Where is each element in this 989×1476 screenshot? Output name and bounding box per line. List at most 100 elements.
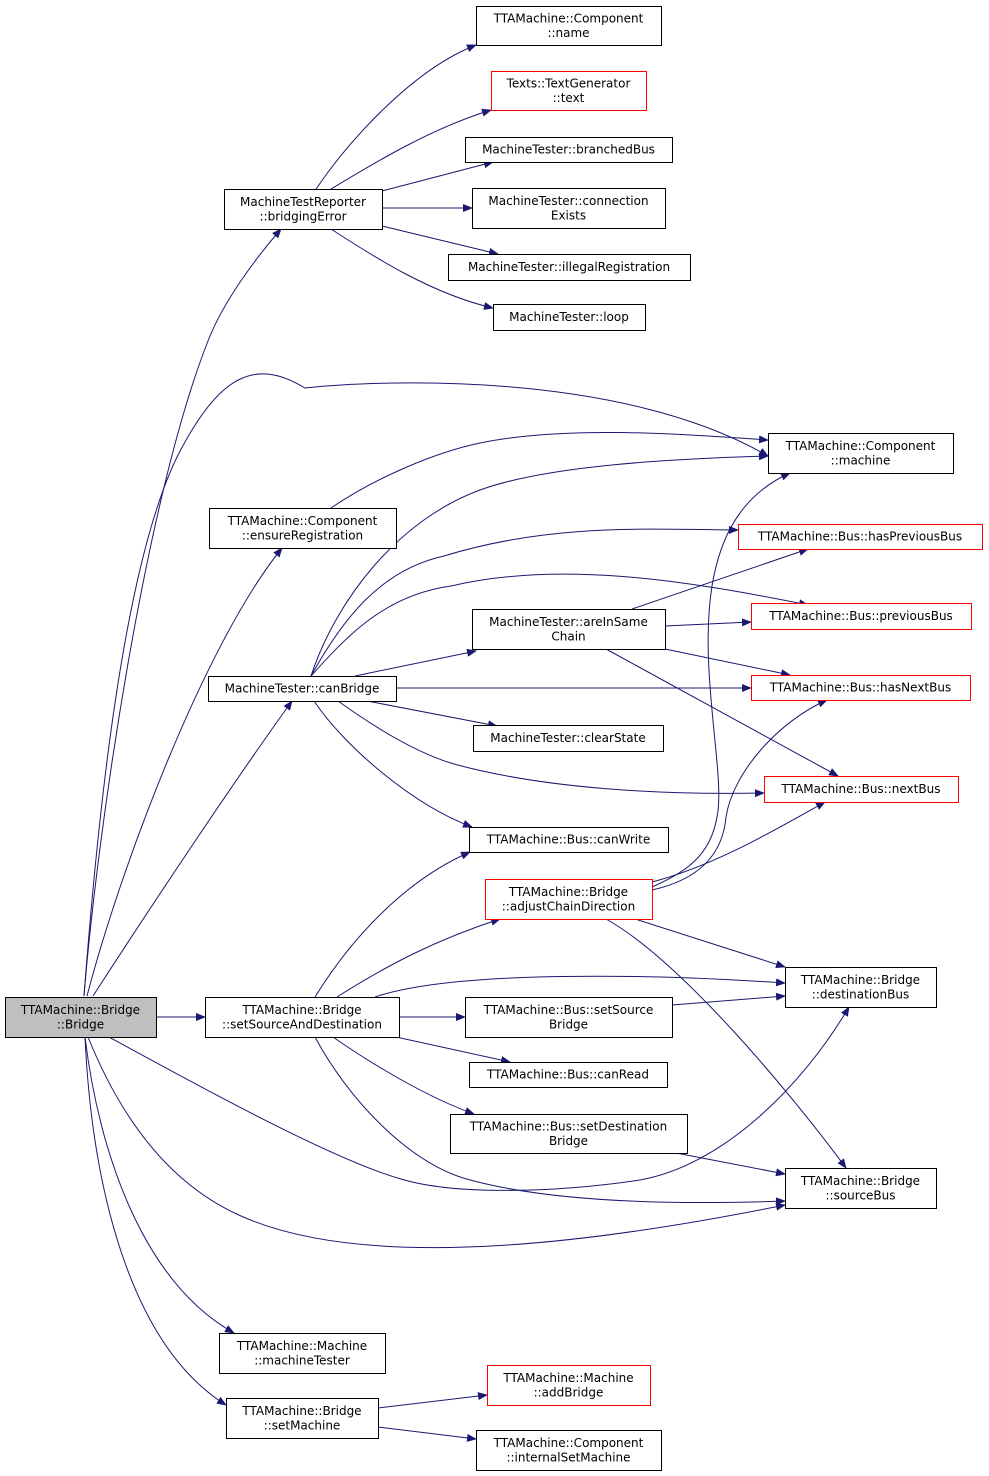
edge-ensure_registration-to-component_machine [330,431,769,509]
node-box[interactable] [450,1114,688,1154]
node-box[interactable] [469,1062,668,1088]
edge-are_in_same_chain-to-next_bus [605,648,839,777]
node-label-line: ::Bridge [57,1017,104,1031]
node-box[interactable] [485,879,653,920]
node-label-line: ::name [547,26,589,40]
node-can-read[interactable]: TTAMachine::Bus::canRead [469,1062,668,1088]
node-box[interactable] [472,609,666,650]
node-box[interactable] [751,603,972,630]
edge-adjust_chain_direction-to-has_next_bus [651,699,828,891]
node-loop[interactable]: MachineTester::loop [493,304,646,331]
node-text-generator-text[interactable]: Texts::TextGenerator::text [491,71,647,111]
node-label-line: Chain [551,629,585,643]
node-bridging-error[interactable]: MachineTestReporter::bridgingError [224,189,383,230]
node-label-line: TTAMachine::Bus::setDestination [469,1119,667,1133]
node-source-bus[interactable]: TTAMachine::Bridge::sourceBus [785,1168,937,1209]
node-box[interactable] [491,71,647,111]
node-destination-bus[interactable]: TTAMachine::Bridge::destinationBus [785,967,937,1008]
node-box[interactable] [465,137,673,163]
node-label-line: ::text [553,91,585,105]
node-box[interactable] [768,433,954,474]
node-set-machine[interactable]: TTAMachine::Bridge::setMachine [226,1398,379,1439]
node-label-line: ::destinationBus [812,987,909,1001]
node-box[interactable] [226,1398,379,1439]
node-label-line: MachineTestReporter [240,195,366,209]
node-label-line: TTAMachine::Bridge [508,885,628,899]
node-set-source-and-destination[interactable]: TTAMachine::Bridge::setSourceAndDestinat… [205,997,400,1038]
node-can-write[interactable]: TTAMachine::Bus::canWrite [469,827,669,853]
node-has-next-bus[interactable]: TTAMachine::Bus::hasNextBus [751,675,971,701]
node-box[interactable] [5,997,157,1038]
node-label-line: TTAMachine::Component [785,439,936,453]
node-label-line: Bridge [549,1134,588,1148]
edge-bridging_error-to-component_name [315,44,477,190]
node-label-line: Texts::TextGenerator [506,76,631,90]
node-box[interactable] [751,675,971,701]
node-box[interactable] [487,1365,651,1406]
node-box[interactable] [465,997,673,1038]
node-label-line: TTAMachine::Bridge [20,1003,140,1017]
node-label-line: TTAMachine::Machine [236,1339,367,1353]
edge-bridge_ctor-to-set_machine [84,1036,227,1406]
edge-bridging_error-to-branched_bus [381,160,494,192]
node-label-line: MachineTester::clearState [490,731,645,745]
node-box[interactable] [785,967,937,1008]
node-label-line: ::machine [831,453,891,467]
node-label-line: ::adjustChainDirection [502,899,635,913]
edge-bridge_ctor-to-ensure_registration [86,547,283,997]
node-can-bridge[interactable]: MachineTester::canBridge [208,676,397,702]
node-box[interactable] [448,254,691,281]
edge-can_bridge-to-are_in_same_chain [354,648,477,677]
node-component-machine[interactable]: TTAMachine::Component::machine [768,433,954,474]
node-label-line: TTAMachine::Bus::canWrite [486,833,650,847]
node-box[interactable] [208,676,397,702]
edge-bridge_ctor-to-destination_bus [108,1006,850,1191]
node-label-line: ::sourceBus [825,1188,895,1202]
edge-set_machine-to-internal_set_machine [377,1426,477,1442]
node-box[interactable] [764,776,959,803]
node-label-line: ::addBridge [534,1385,604,1399]
node-box[interactable] [209,508,397,549]
node-box[interactable] [224,189,383,230]
node-ensure-registration[interactable]: TTAMachine::Component::ensureRegistratio… [209,508,397,549]
node-box[interactable] [472,188,666,229]
node-box[interactable] [476,6,662,46]
node-clear-state[interactable]: MachineTester::clearState [473,725,664,752]
node-box[interactable] [205,997,400,1038]
node-illegal-registration[interactable]: MachineTester::illegalRegistration [448,254,691,281]
edge-adjust_chain_direction-to-source_bus [605,918,847,1169]
node-internal-set-machine[interactable]: TTAMachine::Component::internalSetMachin… [476,1430,662,1471]
edge-can_bridge-to-has_previous_bus [310,525,739,677]
node-previous-bus[interactable]: TTAMachine::Bus::previousBus [751,603,972,630]
node-box[interactable] [785,1168,937,1209]
node-label-line: ::setMachine [264,1418,341,1432]
edge-set_destination_bridge-to-source_bus [675,1152,786,1177]
node-box[interactable] [219,1333,386,1374]
node-label-line: MachineTester::areInSame [489,615,648,629]
node-label-line: ::internalSetMachine [506,1450,630,1464]
node-box[interactable] [476,1430,662,1471]
node-bridge-ctor[interactable]: TTAMachine::Bridge::Bridge [5,997,157,1038]
node-machine-tester[interactable]: TTAMachine::Machine::machineTester [219,1333,386,1374]
node-box[interactable] [473,725,664,752]
node-adjust-chain-direction[interactable]: TTAMachine::Bridge::adjustChainDirection [485,879,653,920]
node-add-bridge[interactable]: TTAMachine::Machine::addBridge [487,1365,651,1406]
node-branched-bus[interactable]: MachineTester::branchedBus [465,137,673,163]
node-label-line: TTAMachine::Component [493,11,644,25]
node-box[interactable] [493,304,646,331]
edge-adjust_chain_direction-to-destination_bus [634,918,786,969]
node-label-line: TTAMachine::Bridge [800,973,920,987]
edge-bridging_error-to-loop [330,228,494,310]
node-component-name[interactable]: TTAMachine::Component::name [476,6,662,46]
edge-adjust_chain_direction-to-next_bus [651,801,826,883]
node-box[interactable] [469,827,669,853]
node-label-line: MachineTester::connection [488,194,648,208]
edge-set_source_and_destination-to-can_write [314,851,471,998]
node-next-bus[interactable]: TTAMachine::Bus::nextBus [764,776,959,803]
node-box[interactable] [738,524,983,550]
node-has-previous-bus[interactable]: TTAMachine::Bus::hasPreviousBus [738,524,983,550]
